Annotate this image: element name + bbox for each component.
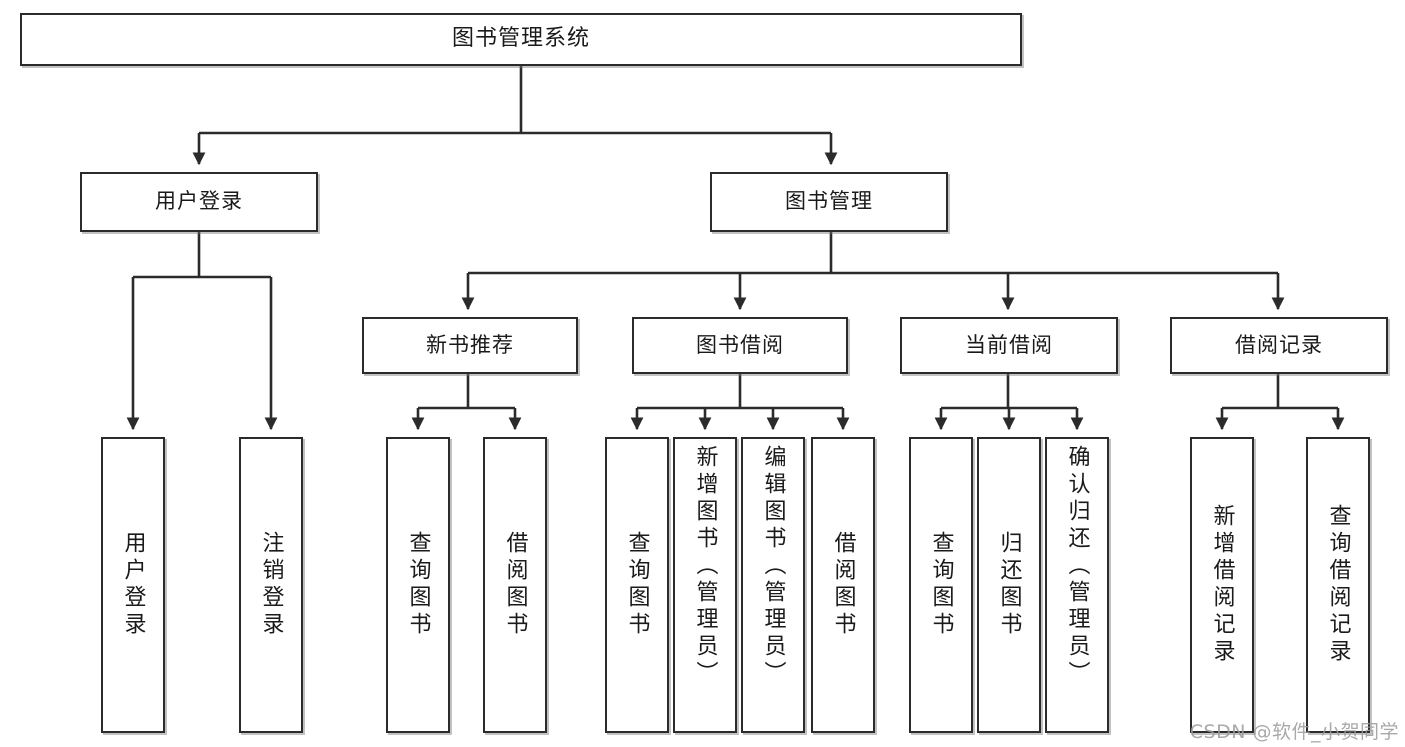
node-new-book-recommendation[interactable]: 新书推荐 xyxy=(362,317,578,374)
leaf-label: 新增图书（管理员） xyxy=(692,445,718,688)
leaf-label: 用户登录 xyxy=(120,531,146,639)
leaf-label: 借阅图书 xyxy=(502,531,528,639)
node-borrowing-records[interactable]: 借阅记录 xyxy=(1170,317,1388,374)
leaf-add-borrow-record[interactable]: 新增借阅记录 xyxy=(1190,437,1254,733)
leaf-add-book-admin[interactable]: 新增图书（管理员） xyxy=(673,437,737,733)
node-label: 图书借阅 xyxy=(696,332,784,357)
leaf-label: 借阅图书 xyxy=(830,531,856,639)
leaf-label: 查询图书 xyxy=(928,531,954,639)
leaf-borrow-books-newbooks[interactable]: 借阅图书 xyxy=(483,437,547,733)
node-user-login[interactable]: 用户登录 xyxy=(80,172,318,232)
leaf-logout[interactable]: 注销登录 xyxy=(239,437,303,733)
leaf-user-login[interactable]: 用户登录 xyxy=(101,437,165,733)
leaf-label: 查询图书 xyxy=(624,531,650,639)
leaf-query-books-borrow[interactable]: 查询图书 xyxy=(605,437,669,733)
leaf-edit-book-admin[interactable]: 编辑图书（管理员） xyxy=(741,437,805,733)
node-label: 图书管理 xyxy=(785,189,873,214)
leaf-label: 查询借阅记录 xyxy=(1325,504,1351,666)
leaf-label: 查询图书 xyxy=(405,531,431,639)
node-book-management-system[interactable]: 图书管理系统 xyxy=(20,13,1022,66)
leaf-query-borrow-record[interactable]: 查询借阅记录 xyxy=(1306,437,1370,733)
node-label: 用户登录 xyxy=(155,189,243,214)
node-book-borrowing[interactable]: 图书借阅 xyxy=(632,317,848,374)
leaf-borrow-books-borrow[interactable]: 借阅图书 xyxy=(811,437,875,733)
leaf-query-books-current[interactable]: 查询图书 xyxy=(909,437,973,733)
node-label: 图书管理系统 xyxy=(451,26,590,52)
leaf-query-books-newbooks[interactable]: 查询图书 xyxy=(386,437,450,733)
leaf-label: 确认归还（管理员） xyxy=(1064,445,1090,688)
leaf-label: 编辑图书（管理员） xyxy=(760,445,786,688)
node-label: 新书推荐 xyxy=(426,332,514,357)
node-book-management[interactable]: 图书管理 xyxy=(710,172,948,232)
node-current-borrowing[interactable]: 当前借阅 xyxy=(900,317,1118,374)
leaf-label: 新增借阅记录 xyxy=(1209,504,1235,666)
leaf-confirm-return-admin[interactable]: 确认归还（管理员） xyxy=(1045,437,1109,733)
leaf-return-books[interactable]: 归还图书 xyxy=(977,437,1041,733)
leaf-label: 注销登录 xyxy=(258,531,284,639)
csdn-watermark: CSDN @软件_小贺同学 xyxy=(1189,721,1399,743)
leaf-label: 归还图书 xyxy=(996,531,1022,639)
node-label: 借阅记录 xyxy=(1235,332,1323,357)
node-label: 当前借阅 xyxy=(965,332,1053,357)
